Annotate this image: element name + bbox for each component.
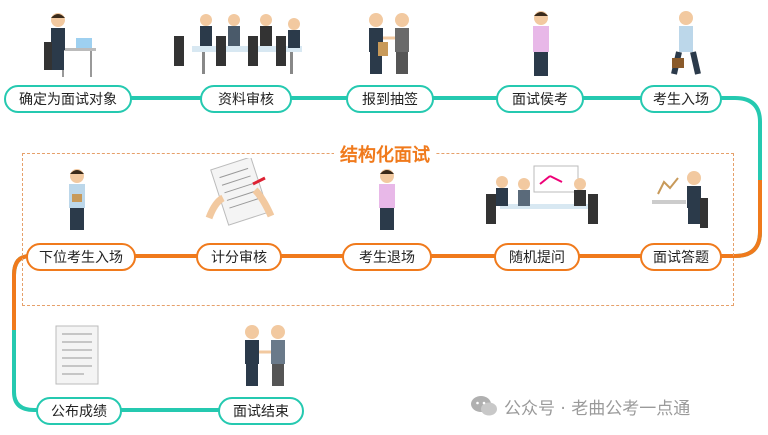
next-candidate-illustration (69, 169, 85, 230)
step-checkin-draw: 报到抽签 (346, 85, 434, 113)
step-candidate-leaves: 考生退场 (342, 243, 432, 271)
answering-candidate-illustration (652, 171, 708, 228)
step-publish-results: 公布成绩 (36, 397, 122, 425)
desk-person-illustration (44, 13, 96, 77)
step-answering: 面试答题 (640, 243, 722, 271)
leaving-candidate-illustration (379, 169, 395, 230)
step-confirm-candidate: 确定为面试对象 (4, 85, 132, 113)
handshake-illustration (369, 13, 409, 74)
waiting-candidate-illustration (533, 11, 549, 76)
watermark: 公众号 · 老曲公考一点通 (470, 393, 690, 419)
scoring-sheet-illustration (205, 158, 275, 226)
step-candidate-enters: 考生入场 (640, 85, 722, 113)
step-interview-ends: 面试结束 (218, 397, 304, 425)
panel-questioning-illustration (486, 165, 598, 224)
step-waiting: 面试侯考 (496, 85, 584, 113)
wechat-icon (471, 396, 497, 416)
interview-end-handshake-illustration (245, 325, 285, 386)
watermark-text: 公众号 · 老曲公考一点通 (504, 398, 691, 419)
entering-candidate-illustration (671, 11, 701, 75)
results-document-illustration (55, 325, 99, 385)
connector-right-turn-orange (712, 180, 762, 258)
step-random-questions: 随机提问 (494, 243, 580, 271)
group-title: 结构化面试 (334, 141, 436, 167)
step-next-candidate-enters: 下位考生入场 (26, 243, 136, 271)
meeting-table-illustration (174, 14, 302, 74)
step-score-review: 计分审核 (196, 243, 282, 271)
step-document-review: 资料审核 (200, 85, 292, 113)
